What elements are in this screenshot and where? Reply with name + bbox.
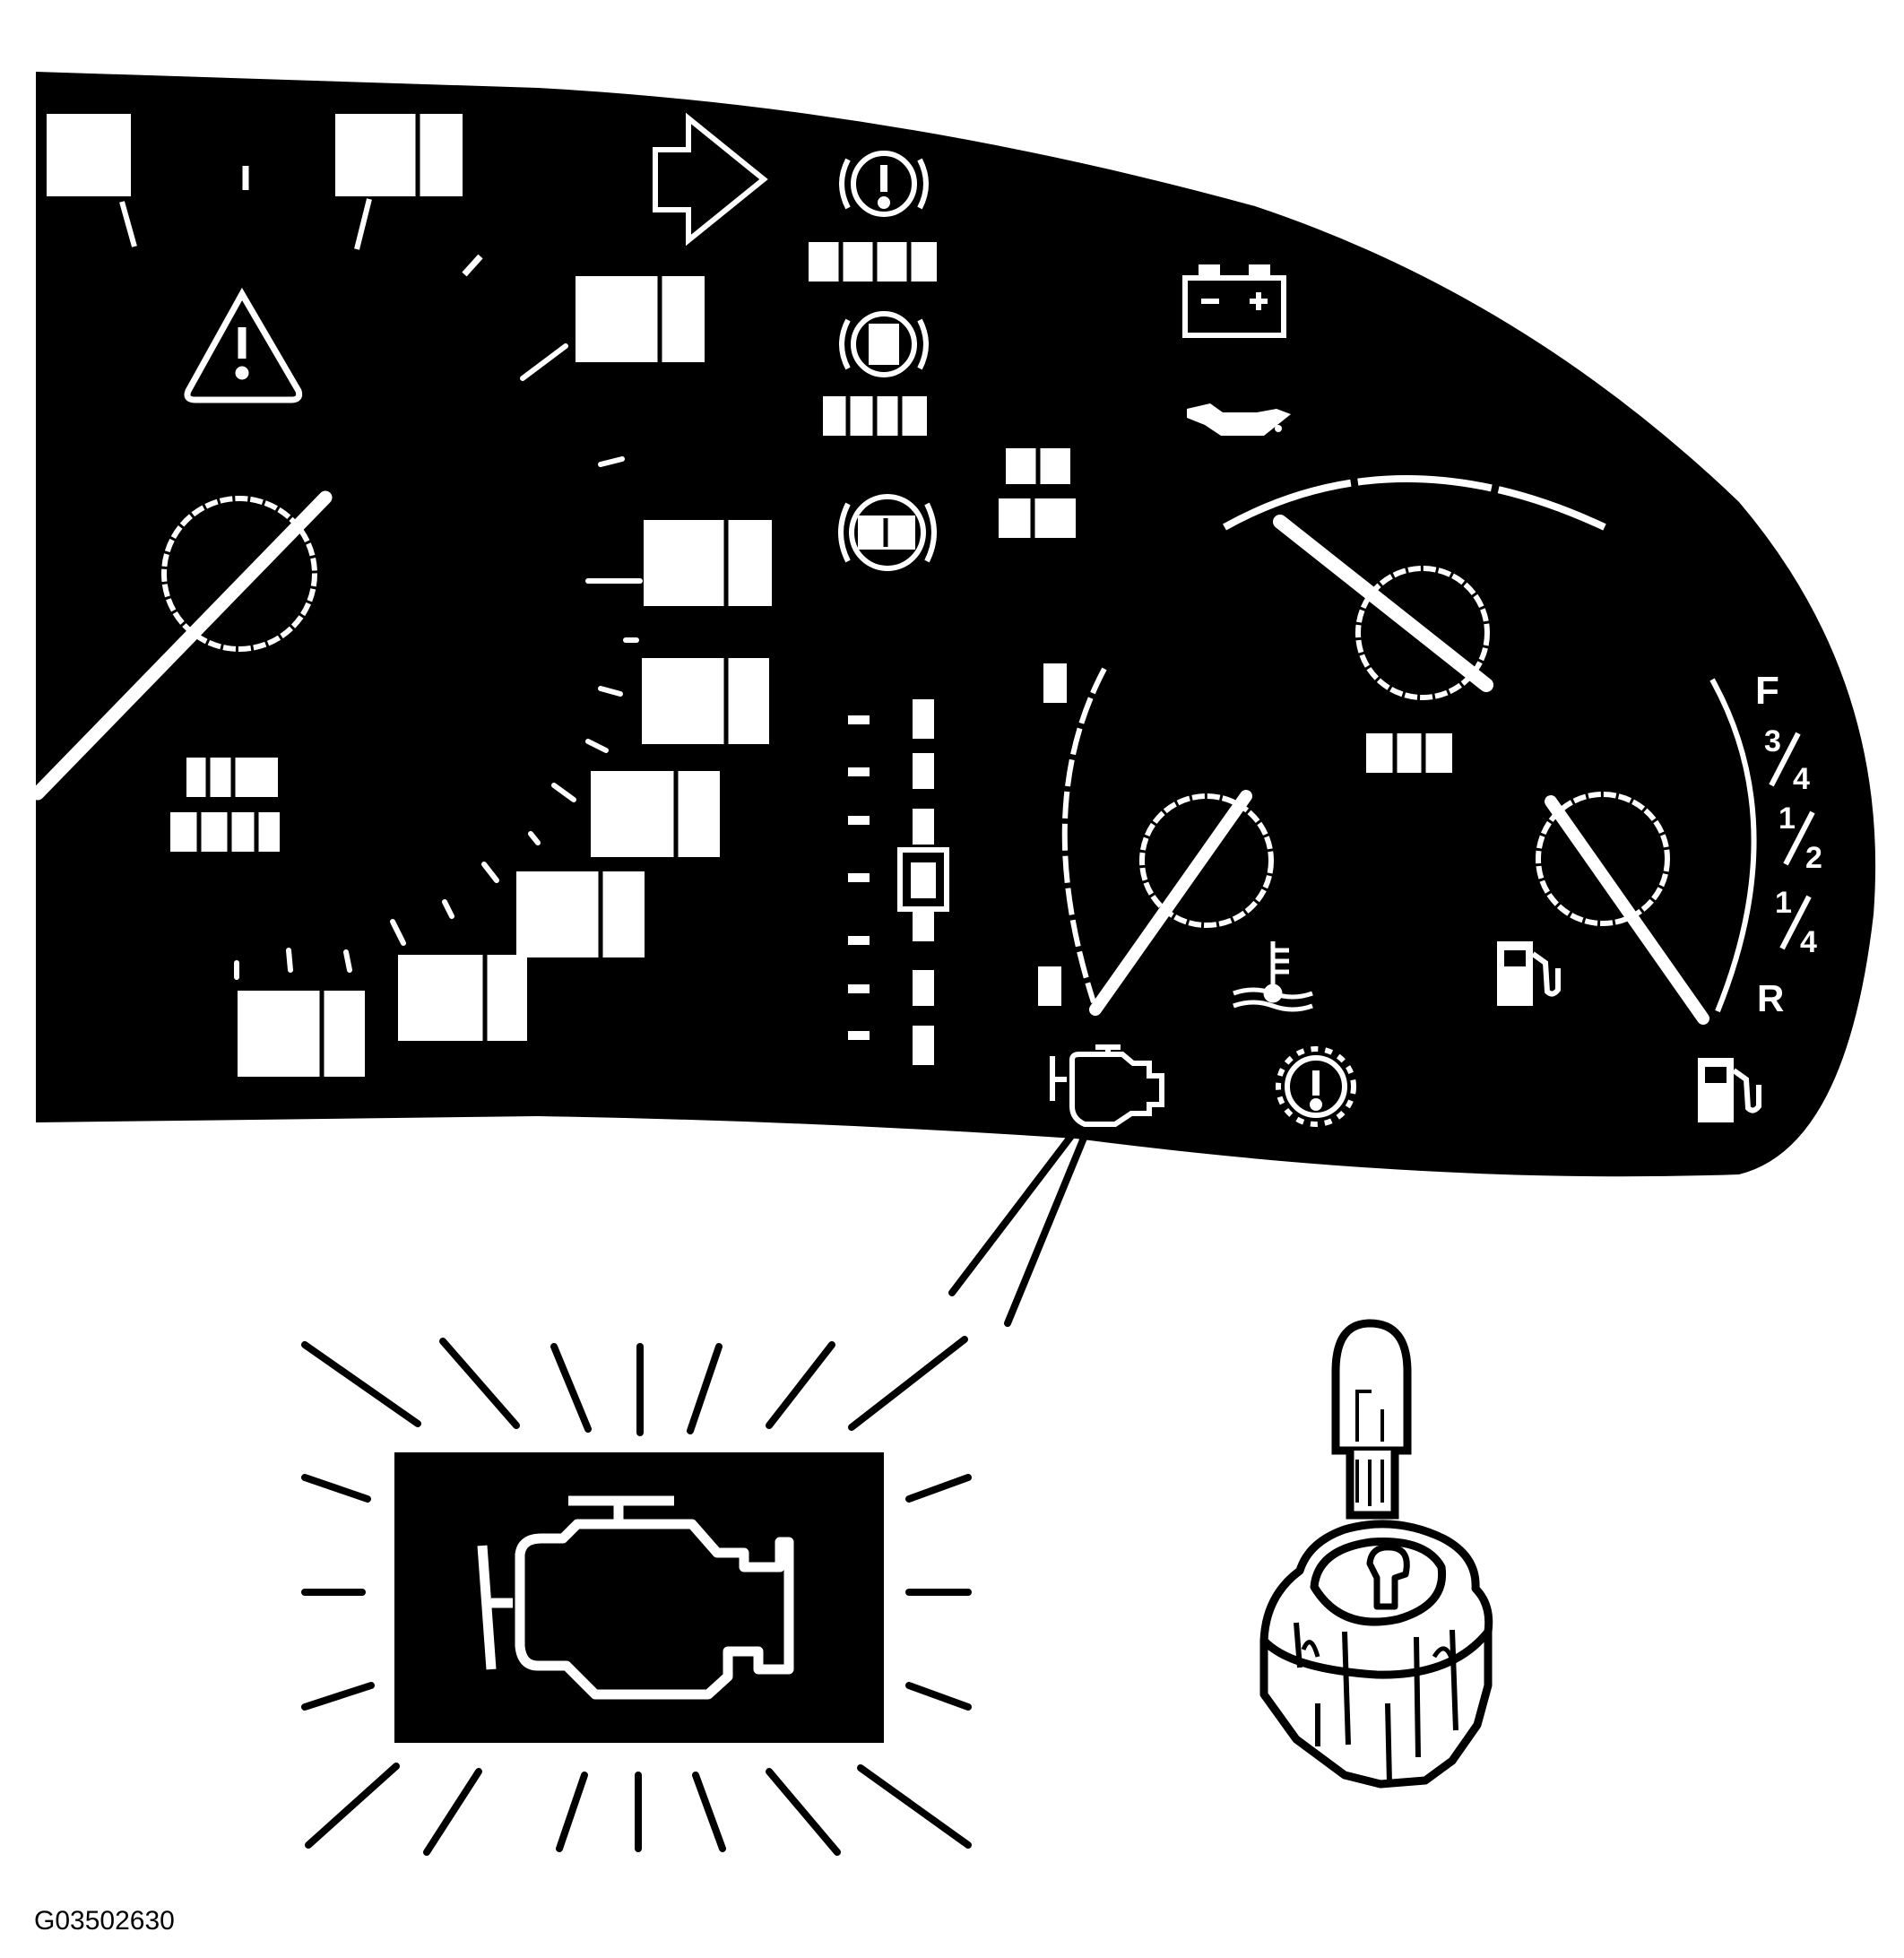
callout-line (948, 1124, 1090, 1327)
tach-tick (462, 254, 483, 277)
speedometer-ticks (234, 343, 643, 980)
figure-id: G03502630 (34, 1906, 175, 1936)
block-dividers (196, 758, 259, 852)
fuel-pump-icon (1497, 941, 1561, 1006)
fuel-label-three-quarter-den: 4 (1793, 762, 1810, 796)
oil-pressure-gauge (1223, 475, 1606, 700)
check-engine-icon (1050, 1044, 1164, 1127)
temp-scale-box (1043, 663, 1067, 703)
speedometer-box-dividers (319, 276, 729, 1077)
tach-scale-box (335, 114, 463, 196)
temperature-gauge (1061, 667, 1274, 1016)
bulb-icon (1331, 1319, 1412, 1520)
fraction-bar (1769, 732, 1801, 787)
cluster-panel (36, 72, 1876, 1177)
tachometer (30, 166, 483, 801)
fuel-label-quarter-num: 1 (1775, 886, 1792, 920)
fuel-label-reserve: R (1757, 977, 1784, 1019)
fuel-label-full: F (1755, 669, 1779, 713)
block-dividers (1392, 733, 1426, 773)
coolant-temp-icon (1233, 941, 1313, 1012)
label-block (1366, 733, 1452, 773)
tach-hub (161, 496, 317, 652)
service-gear-icon (1276, 1046, 1356, 1127)
traction-icon (838, 494, 937, 571)
check-engine-lamp-icon (477, 1495, 794, 1700)
prndl-selector-fill (911, 862, 936, 898)
tach-needle (30, 490, 333, 801)
fuel-label-half-den: 2 (1805, 841, 1822, 875)
turn-arrow-icon (653, 112, 768, 247)
block-dividers (838, 242, 1041, 538)
oil-can-icon (1187, 403, 1291, 436)
fuel-label-three-quarter-num: 3 (1764, 724, 1781, 758)
battery-icon (1182, 264, 1286, 338)
abs-icon (839, 311, 929, 377)
prndl-indicator (848, 699, 934, 1065)
fuel-label-half-num: 1 (1779, 801, 1796, 836)
fuel-pump-icon (1698, 1058, 1761, 1122)
fuel-gauge (1536, 678, 1757, 1025)
bulb-socket-icon (1259, 1520, 1493, 1789)
tach-tick (119, 201, 137, 247)
lamp-rays (301, 1336, 972, 1856)
tach-tick (354, 198, 372, 250)
brake-warning-icon (839, 151, 929, 217)
temp-scale-box (1038, 966, 1061, 1006)
tach-scale-box (47, 114, 131, 196)
fuel-label-quarter-den: 4 (1800, 925, 1817, 959)
fraction-bar (1783, 810, 1815, 866)
fraction-bar (1779, 895, 1812, 950)
speedometer-scale (238, 276, 772, 1077)
warning-triangle-icon (184, 287, 303, 403)
